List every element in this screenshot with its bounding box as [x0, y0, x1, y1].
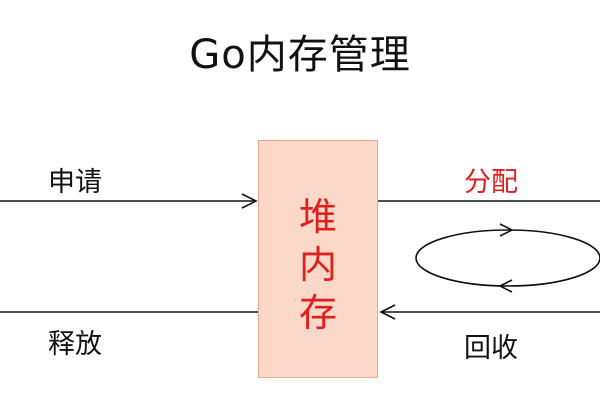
request-label: 申请 — [48, 167, 102, 198]
request-arrow — [0, 193, 258, 209]
heap-memory-label: 堆 内 存 — [298, 195, 337, 335]
collect-arrow — [379, 304, 600, 320]
heap-memory-box: 堆 内 存 — [258, 140, 378, 378]
cycle-arrow-bottom — [498, 279, 513, 293]
cycle-arrow-top — [499, 223, 514, 237]
release-label: 释放 — [48, 329, 102, 360]
allocate-label: 分配 — [464, 167, 518, 198]
collect-label: 回收 — [464, 333, 518, 364]
page-title: Go内存管理 — [189, 32, 411, 78]
cycle-loop — [415, 223, 600, 293]
